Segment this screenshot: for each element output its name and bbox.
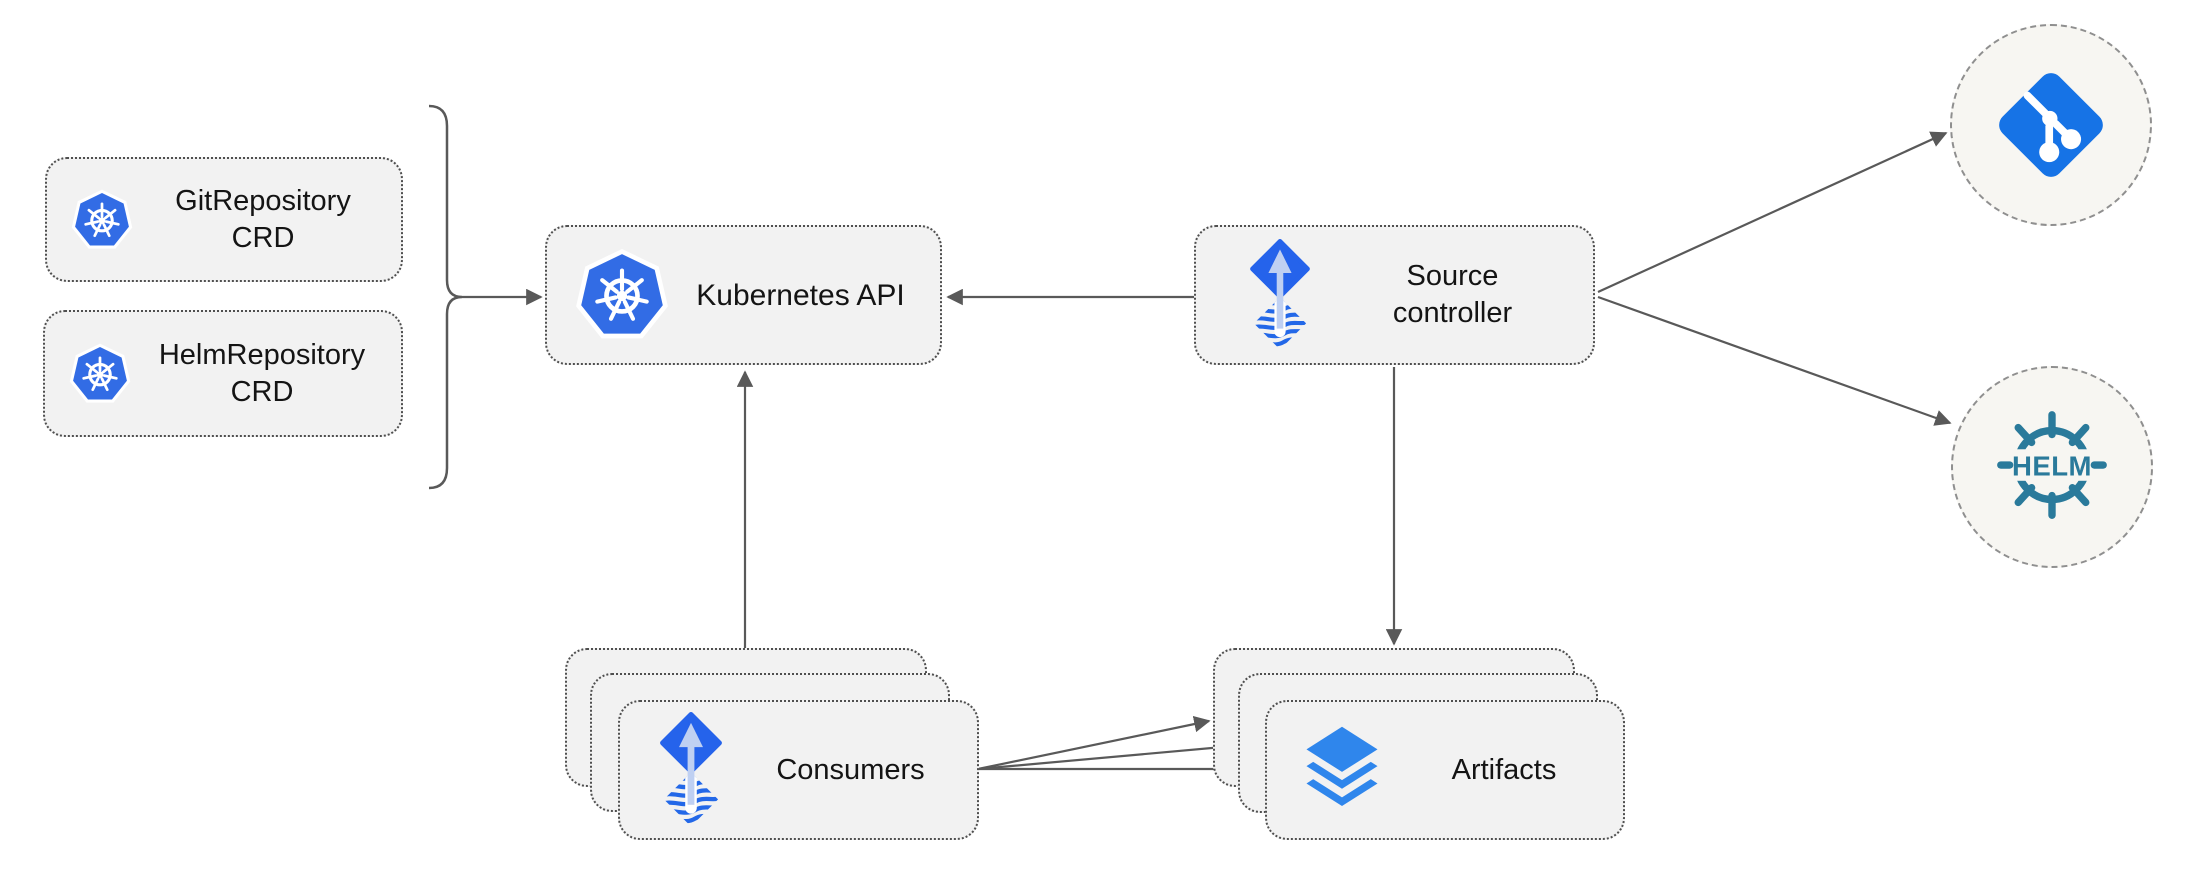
helm-icon: HELM: [1989, 411, 2115, 519]
node-artifacts: Artifacts: [1265, 700, 1625, 840]
node-label: Consumers: [776, 753, 925, 786]
flux-icon: [660, 712, 722, 825]
node-label: GitRepository CRD: [175, 184, 351, 254]
node-kubernetes-api: Kubernetes API: [545, 225, 942, 365]
node-git-endpoint: [1950, 24, 2152, 226]
node-helm-endpoint: HELM: [1951, 366, 2153, 568]
node-source-controller: Source controller: [1194, 225, 1595, 365]
layers-icon: [1306, 726, 1378, 806]
node-label: Artifacts: [1451, 753, 1557, 786]
node-label: Source controller: [1392, 260, 1513, 329]
edge-consumers-to-artifacts-1: [977, 715, 1211, 771]
edge-source-to-helm: [1597, 295, 1952, 426]
node-label: Kubernetes API: [696, 278, 905, 312]
helm-label: HELM: [2012, 450, 2092, 481]
kubernetes-icon: [71, 189, 133, 249]
crd-bracket: [428, 104, 463, 490]
git-icon: [1999, 73, 2103, 177]
kubernetes-icon: [576, 248, 668, 339]
edge-consumers-to-artifacts-2: [977, 739, 1236, 771]
flux-icon: [1250, 239, 1310, 348]
node-git-repository-crd: GitRepository CRD: [45, 157, 403, 282]
node-helm-repository-crd: HelmRepository CRD: [43, 310, 403, 437]
node-consumers: Consumers: [618, 700, 979, 840]
edge-source-to-git: [1597, 131, 1948, 294]
node-label: HelmRepository CRD: [158, 338, 366, 408]
kubernetes-icon: [69, 343, 131, 403]
